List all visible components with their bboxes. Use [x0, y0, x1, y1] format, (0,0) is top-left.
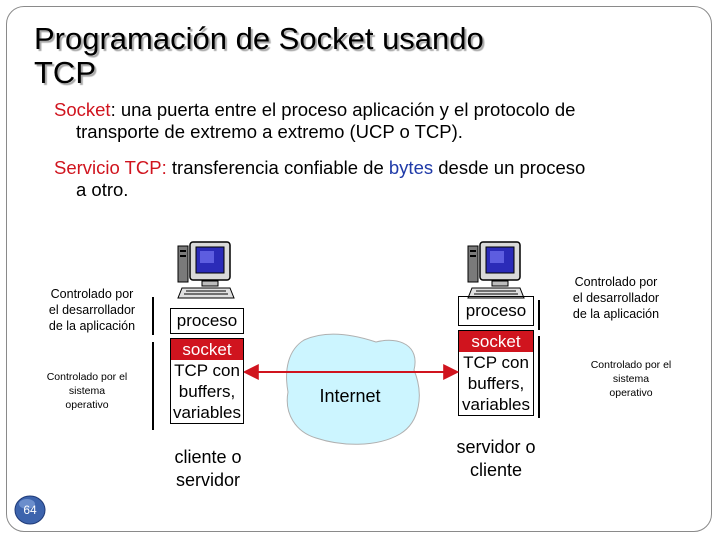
socket-term: Socket [54, 99, 111, 120]
slide-frame [6, 6, 712, 532]
page-number: 64 [23, 503, 37, 517]
left-app-note-line-2: el desarrollador [48, 303, 136, 317]
left-role-line-1: cliente o [174, 447, 242, 467]
left-app-note-line-3: de la aplicación [48, 319, 136, 333]
page-number-badge [14, 495, 46, 525]
slide-title-line-2: TCP [34, 55, 96, 90]
internet-label: Internet [319, 386, 381, 406]
left-app-developer-note: Controlado por el desarrollador de la ap… [32, 286, 152, 334]
right-tcp-line-1: TCP con [463, 353, 529, 372]
right-app-boundary-line [538, 300, 540, 330]
left-host-role: cliente o servidor [162, 446, 254, 492]
left-process-label: proceso [176, 311, 238, 330]
right-os-note-line-3: operativo [609, 387, 653, 399]
slide-title: Programación de Socket usando TCP [34, 22, 484, 90]
right-app-note-line-1: Controlado por [574, 275, 658, 289]
right-app-note-line-2: el desarrollador [572, 291, 660, 305]
left-process-box: proceso [170, 308, 244, 334]
left-tcp-box: socket TCP con buffers, variables [170, 338, 244, 424]
tcp-service-text-2: desde un proceso [433, 157, 586, 178]
left-os-boundary-line [152, 342, 154, 430]
left-computer-icon [177, 241, 235, 299]
slide-title-line-1: Programación de Socket usando [34, 21, 484, 56]
left-tcp-line-1: TCP con [174, 361, 240, 380]
right-app-note-line-3: de la aplicación [572, 307, 660, 321]
right-os-boundary-line [538, 336, 540, 418]
bytes-term: bytes [388, 157, 434, 178]
left-os-note-line-1: Controlado por el [46, 371, 128, 383]
tcp-service-line-2: a otro. [76, 179, 129, 200]
left-role-line-2: servidor [175, 470, 241, 490]
bullet-socket-definition: Socket: una puerta entre el proceso apli… [54, 99, 694, 143]
socket-definition-text: : una puerta entre el proceso aplicación… [110, 99, 576, 120]
right-socket-label: socket [459, 331, 533, 352]
left-socket-label: socket [171, 339, 243, 360]
right-os-note: Controlado por el sistema operativo [576, 358, 686, 400]
left-os-note-line-3: operativo [65, 399, 109, 411]
right-tcp-line-3: variables [461, 395, 531, 414]
right-host-role: servidor o cliente [448, 436, 544, 482]
left-app-note-line-1: Controlado por [50, 287, 134, 301]
right-process-box: proceso [458, 296, 534, 326]
left-os-note-line-2: sistema [68, 385, 106, 397]
internet-cloud [244, 333, 460, 445]
right-role-line-1: servidor o [456, 437, 536, 457]
left-tcp-line-3: variables [172, 403, 242, 422]
right-computer-icon [467, 241, 525, 299]
right-role-line-2: cliente [469, 460, 523, 480]
right-tcp-box: socket TCP con buffers, variables [458, 330, 534, 416]
right-os-note-line-2: sistema [612, 373, 650, 385]
socket-definition-line-2: transporte de extremo a extremo (UCP o T… [76, 121, 463, 142]
right-app-developer-note: Controlado por el desarrollador de la ap… [556, 274, 676, 322]
right-os-note-line-1: Controlado por el [590, 359, 672, 371]
left-app-boundary-line [152, 297, 154, 335]
tcp-service-term: Servicio TCP: [54, 157, 167, 178]
cloud-shape [286, 333, 420, 445]
tcp-service-text-1: transferencia confiable de [166, 157, 389, 178]
left-os-note: Controlado por el sistema operativo [32, 370, 142, 412]
right-process-label: proceso [465, 301, 527, 320]
bullet-tcp-service: Servicio TCP: transferencia confiable de… [54, 157, 694, 201]
right-tcp-line-2: buffers, [467, 374, 525, 393]
left-tcp-line-2: buffers, [178, 382, 236, 401]
